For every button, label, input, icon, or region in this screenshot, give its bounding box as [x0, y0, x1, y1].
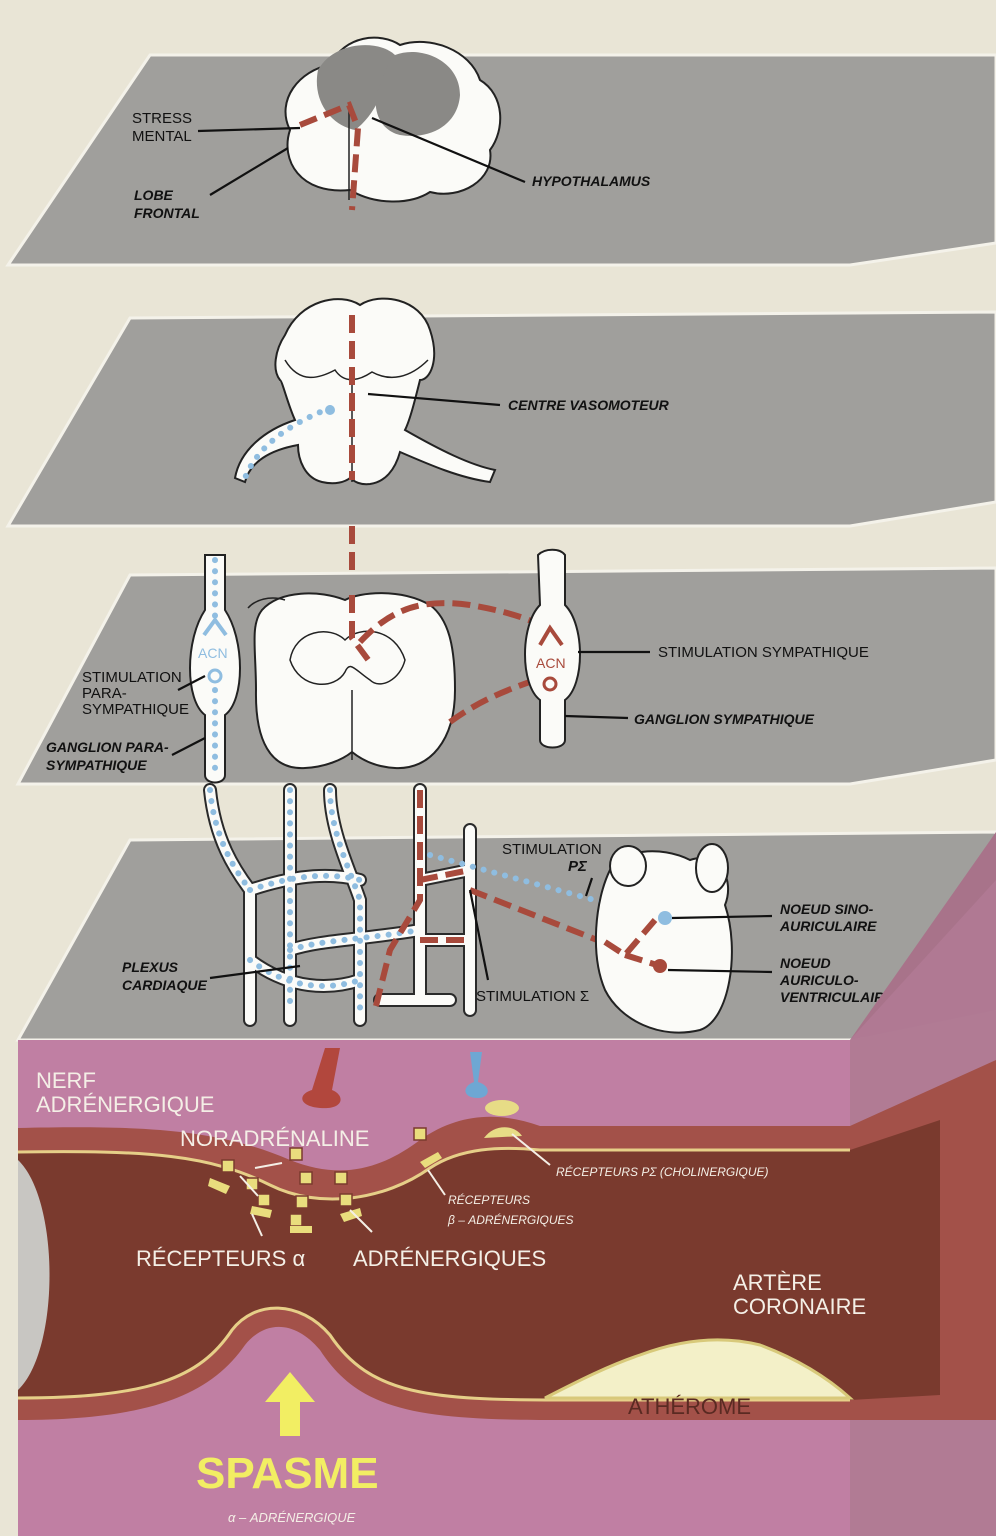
label-atherome: ATHÉROME: [628, 1394, 751, 1419]
plane-brainstem: CENTRE VASOMOTEUR: [8, 299, 996, 526]
heart: [596, 844, 732, 1033]
label-centre-vasomoteur: CENTRE VASOMOTEUR: [508, 397, 670, 413]
label-adrenergiques: ADRÉNERGIQUES: [353, 1246, 546, 1271]
label-alpha-adrenergique: α – ADRÉNERGIQUE: [228, 1510, 356, 1525]
label-noradrenaline: NORADRÉNALINE: [180, 1126, 369, 1151]
label-recepteurs-psigma: RÉCEPTEURS PΣ (CHOLINERGIQUE): [556, 1164, 769, 1179]
label-hypothalamus: HYPOTHALAMUS: [532, 173, 651, 189]
label-recepteurs-alpha: RÉCEPTEURS α: [136, 1246, 305, 1271]
label-acn-para: ACN: [198, 645, 228, 661]
label-ganglion-sympathique: GANGLION SYMPATHIQUE: [634, 711, 815, 727]
label-stimulation-sympathique: STIMULATION SYMPATHIQUE: [658, 644, 869, 661]
label-acn-symp: ACN: [536, 655, 566, 671]
label-stimulation-sigma: STIMULATION Σ: [476, 988, 589, 1005]
label-noeud-sino: NOEUD SINO-AURICULAIRE: [779, 901, 877, 934]
label-spasme: SPASME: [196, 1449, 379, 1498]
